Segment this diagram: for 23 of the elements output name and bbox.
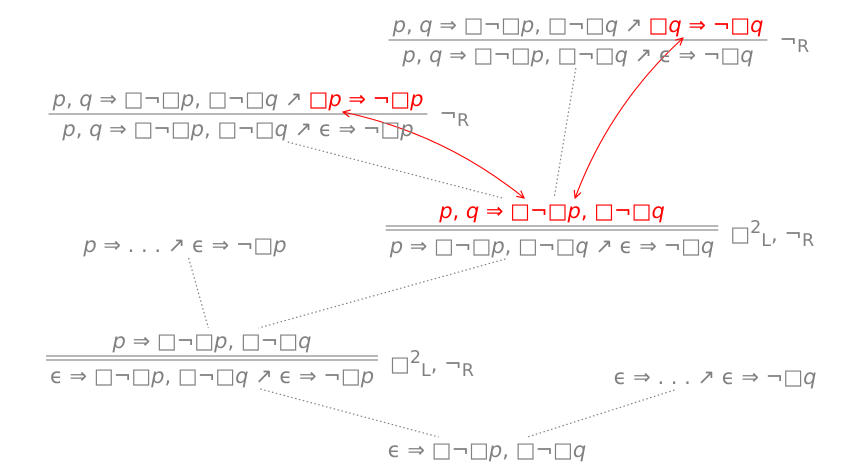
sequent-text: ϵ ⇒ . . . ↗ ϵ ⇒ ¬□q [614, 364, 816, 390]
sequent-text: □p ⇒ ¬□p [308, 86, 424, 112]
sequent-text: ϵ ⇒ □¬□p, □¬□q ↗ ϵ ⇒ ¬□p [50, 363, 374, 389]
rule-label: ¬$_{R}$ [779, 27, 810, 60]
sequent-text: p ⇒ □¬□p, □¬□q [112, 328, 312, 354]
arrow [574, 37, 684, 199]
dotted-line [260, 388, 439, 438]
rule-label: □$^{2}$$_{L}$, ¬$_{R}$ [390, 347, 474, 384]
dotted-line [554, 68, 576, 198]
dotted-line [258, 258, 506, 329]
sequent-text: p, q ⇒ □¬□p, □¬□q [439, 198, 665, 224]
arrow [342, 110, 525, 199]
sequent-text: p ⇒ . . . ↗ ϵ ⇒ ¬□p [83, 232, 287, 258]
rule-label: □$^{2}$$_{L}$, ¬$_{R}$ [730, 217, 814, 254]
rule-label: ¬$_{R}$ [439, 101, 470, 134]
dotted-line [288, 141, 502, 199]
sequent-text: p, q ⇒ □¬□p, □¬□q ↗ [392, 12, 642, 38]
sequent-text: ϵ ⇒ □¬□p, □¬□q [388, 437, 586, 463]
dotted-line [188, 258, 209, 328]
sequent-text: p ⇒ □¬□p, □¬□q ↗ ϵ ⇒ ¬□q [390, 233, 714, 259]
dotted-line [527, 389, 675, 438]
sequent-text: p, q ⇒ □¬□p, □¬□q ↗ [52, 86, 302, 112]
sequent-text: □q ⇒ ¬□q [648, 12, 764, 38]
